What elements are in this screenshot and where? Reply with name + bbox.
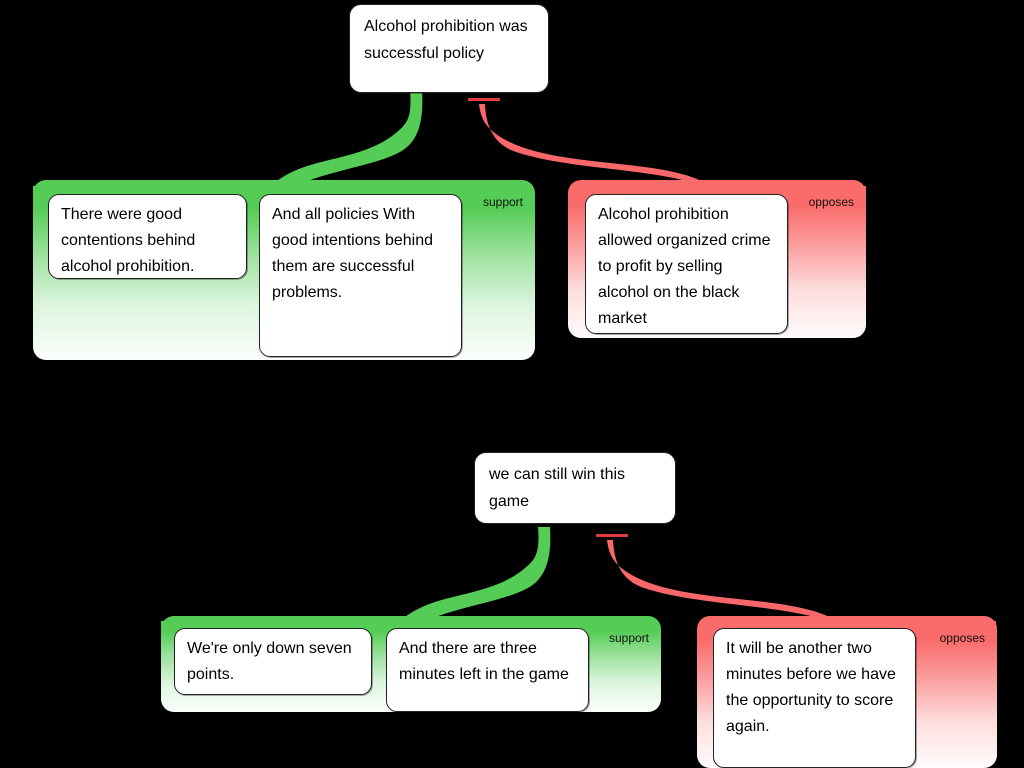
- branch-label-opposes: opposes: [939, 631, 985, 645]
- reason-card[interactable]: It will be another two minutes before we…: [713, 628, 916, 768]
- reason-card[interactable]: And all policies With good intentions be…: [259, 194, 462, 357]
- reason-card-text: It will be another two minutes before we…: [726, 640, 896, 735]
- reason-card-text: We're only down seven points.: [187, 640, 352, 683]
- connector-support-1: [33, 90, 423, 198]
- minus-dash-2: [596, 534, 628, 537]
- branch-label-support: support: [608, 631, 649, 645]
- reason-card-text: There were good contentions behind alcoh…: [61, 206, 196, 275]
- connector-support-2: [161, 527, 551, 634]
- reason-card-text: Alcohol prohibition allowed organized cr…: [598, 206, 771, 327]
- root-claim-box[interactable]: we can still win this game: [474, 452, 676, 524]
- branch-label-support: support: [482, 195, 523, 209]
- reason-card-text: And all policies With good intentions be…: [272, 206, 434, 301]
- root-claim-box[interactable]: Alcohol prohibition was successful polic…: [349, 4, 549, 93]
- reason-card[interactable]: Alcohol prohibition allowed organized cr…: [585, 194, 788, 334]
- reason-card[interactable]: And there are three minutes left in the …: [386, 628, 589, 712]
- reason-card[interactable]: We're only down seven points.: [174, 628, 372, 695]
- branch-label-opposes: opposes: [808, 195, 854, 209]
- reason-card-text: And there are three minutes left in the …: [399, 640, 569, 683]
- root-claim-text: Alcohol prohibition was successful polic…: [364, 18, 528, 62]
- minus-dash-1: [468, 98, 500, 101]
- root-claim-text: we can still win this game: [489, 466, 626, 510]
- reason-card[interactable]: There were good contentions behind alcoh…: [48, 194, 247, 279]
